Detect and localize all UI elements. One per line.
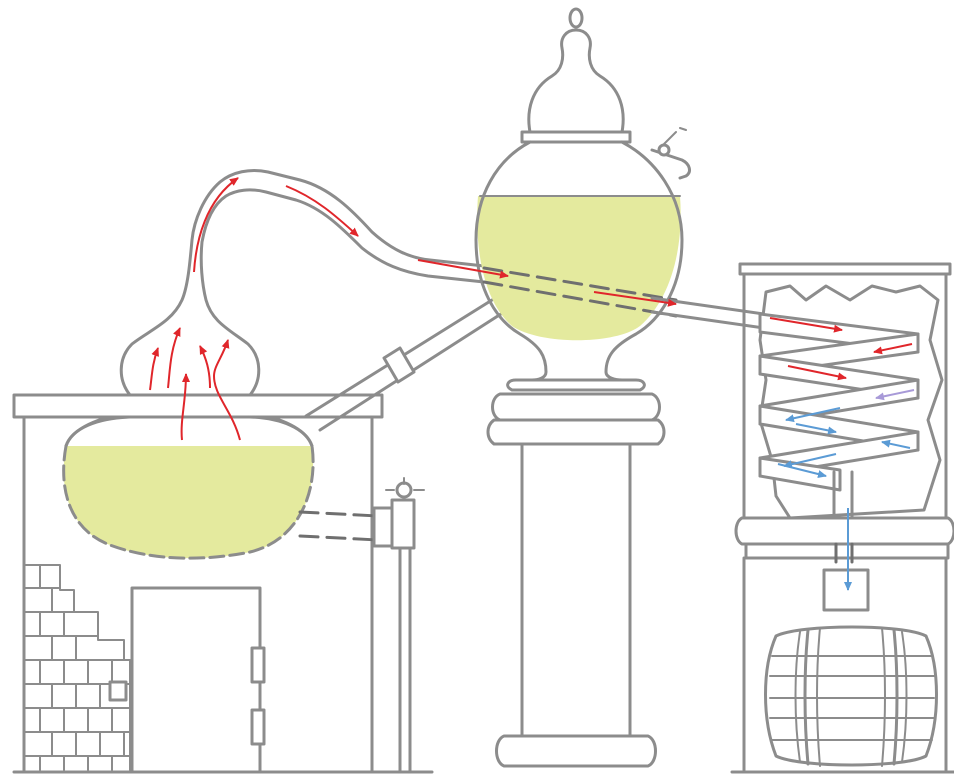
column-shaft [522, 444, 630, 736]
furnace-top-slab [14, 395, 382, 417]
condenser-base [736, 518, 954, 544]
brick-wall [24, 565, 130, 770]
preheater-dome [529, 30, 623, 132]
tap-valve-icon [397, 483, 411, 497]
column-base [497, 736, 656, 766]
preheater-valve [652, 150, 689, 178]
boiler-outlet [300, 478, 424, 772]
preheater-valve-icon [659, 145, 669, 155]
column-capital [493, 394, 660, 420]
tap-pipe [400, 548, 410, 772]
preheater-finial [570, 9, 582, 27]
brick-vent [110, 682, 126, 700]
barrel [766, 627, 937, 766]
receiver [824, 570, 868, 610]
preheater-lid-rim [522, 132, 630, 142]
condenser [732, 264, 954, 772]
condenser-rim [740, 264, 950, 274]
preheater-liquid [477, 196, 681, 340]
column [488, 380, 664, 766]
furnace-door [132, 588, 260, 772]
preheater [476, 9, 689, 380]
door-hinge-top [252, 648, 264, 682]
door-hinge-bottom [252, 710, 264, 744]
